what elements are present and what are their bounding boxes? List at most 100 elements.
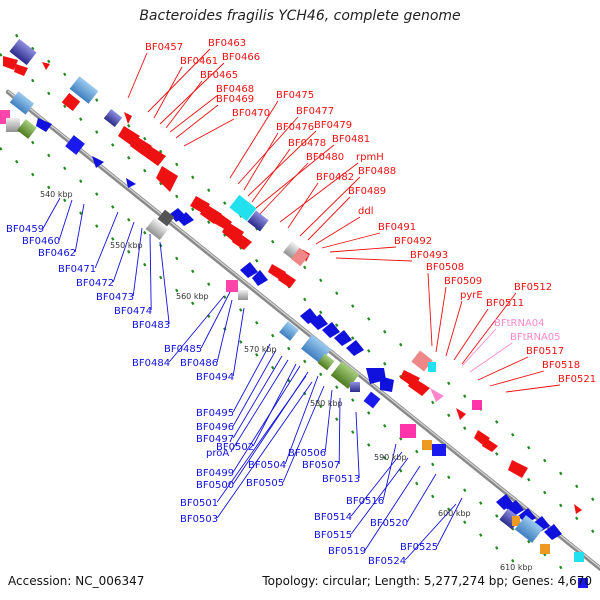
gene-box [247,210,269,232]
gene-box [65,135,85,155]
gene-box [17,119,37,139]
gene-box [103,108,123,128]
gene-label-BF0501: BF0501 [180,498,218,509]
tick-mark [559,565,563,570]
tick-mark [191,301,195,306]
leader-line [94,211,119,269]
gene-label-BF0459: BF0459 [6,224,44,235]
leader-line [251,148,291,203]
gene-label-BF0509: BF0509 [444,276,482,287]
gene-label-BF0504: BF0504 [248,460,286,471]
gene-label-BF0506: BF0506 [288,448,326,459]
tick-mark [47,153,51,158]
tick-mark [367,411,371,415]
gene-label-BF0486: BF0486 [180,358,218,369]
tick-mark [47,59,51,64]
kbp-label: 610 kbp [500,563,533,572]
gene-label-BF0499: BF0499 [196,468,234,479]
leader-line [364,465,421,551]
gene-label-BFtRNA04: BFtRNA04 [494,318,545,329]
gene-label-BF0513: BF0513 [322,474,360,485]
gene-label-BF0478: BF0478 [288,138,326,149]
gene-label-BF0521: BF0521 [558,374,596,385]
tick-mark [31,172,35,177]
reverse-arrow-cluster [170,208,562,540]
gene-label-BF0503: BF0503 [180,514,218,525]
leader-line [279,162,359,223]
tick-mark [431,494,435,499]
gene-box [578,578,588,588]
gene-label-BF0461: BF0461 [180,56,218,67]
gene-label-BFtRNA05: BFtRNA05 [510,332,561,343]
tick-mark [47,185,51,190]
leader-line [149,233,152,311]
tick-mark [319,404,323,409]
gene-label-BF0507: BF0507 [302,460,340,471]
gene-arrow [126,178,136,188]
tick-mark [127,155,131,160]
leader-line [350,451,403,517]
gene-label-BF0482: BF0482 [316,172,354,183]
tick-mark [575,516,579,521]
tick-mark [495,420,499,424]
leader-line [169,94,219,133]
leader-line [284,375,319,465]
tick-mark [383,361,387,366]
tick-mark [143,136,147,141]
tick-mark [175,162,179,167]
leader-line [159,241,170,325]
gene-box [317,353,335,371]
gene-label-BF0479: BF0479 [314,120,352,131]
tick-mark [383,423,387,428]
gene-label-BF0505: BF0505 [246,478,284,489]
leader-line [461,292,517,365]
tick-mark [319,278,323,283]
leader-line [147,48,211,113]
tick-mark [239,308,243,312]
gene-label-BF0493: BF0493 [410,250,448,261]
leader-line [58,199,73,241]
tick-mark [175,288,179,293]
gene-label-BF0474: BF0474 [114,306,152,317]
gene-box [9,38,37,66]
tick-mark [383,329,387,334]
tick-mark [559,471,563,476]
tick-mark [239,340,243,344]
gene-arrow [124,112,132,124]
leader-line [132,227,143,297]
leader-line [200,291,231,349]
leader-line [461,328,497,367]
tick-mark [95,98,99,102]
tick-mark [15,159,19,164]
gene-features [0,38,588,588]
gene-label-BF0485: BF0485 [164,344,202,355]
tick-mark [159,149,163,154]
leader-line [453,308,489,361]
leader-line [230,359,289,453]
tick-mark [31,46,35,51]
gene-label-BF0484: BF0484 [132,358,170,369]
leader-line [350,457,409,535]
tick-mark [463,394,467,398]
leader-line [42,197,61,229]
gene-label-pyrE: pyrE [460,290,483,301]
gene-label-BF0465: BF0465 [200,70,238,81]
tick-mark [527,477,531,482]
leader-line [112,221,135,283]
gene-box [157,209,175,227]
tick-mark [415,481,419,486]
tick-mark [383,455,387,460]
reverse-gene-labels: BF0459BF0460BF0462BF0471BF0472BF0473BF04… [6,197,463,567]
tick-mark [335,417,339,421]
kbp-label: 600 kbp [438,509,471,518]
tick-mark [351,430,355,434]
tick-mark [63,72,67,77]
tick-mark [111,205,115,209]
gene-label-rpmH: rpmH [356,152,384,163]
tick-mark [463,520,467,524]
gene-label-BF0483: BF0483 [132,320,170,331]
tick-mark [303,265,307,270]
tick-mark [191,175,195,180]
